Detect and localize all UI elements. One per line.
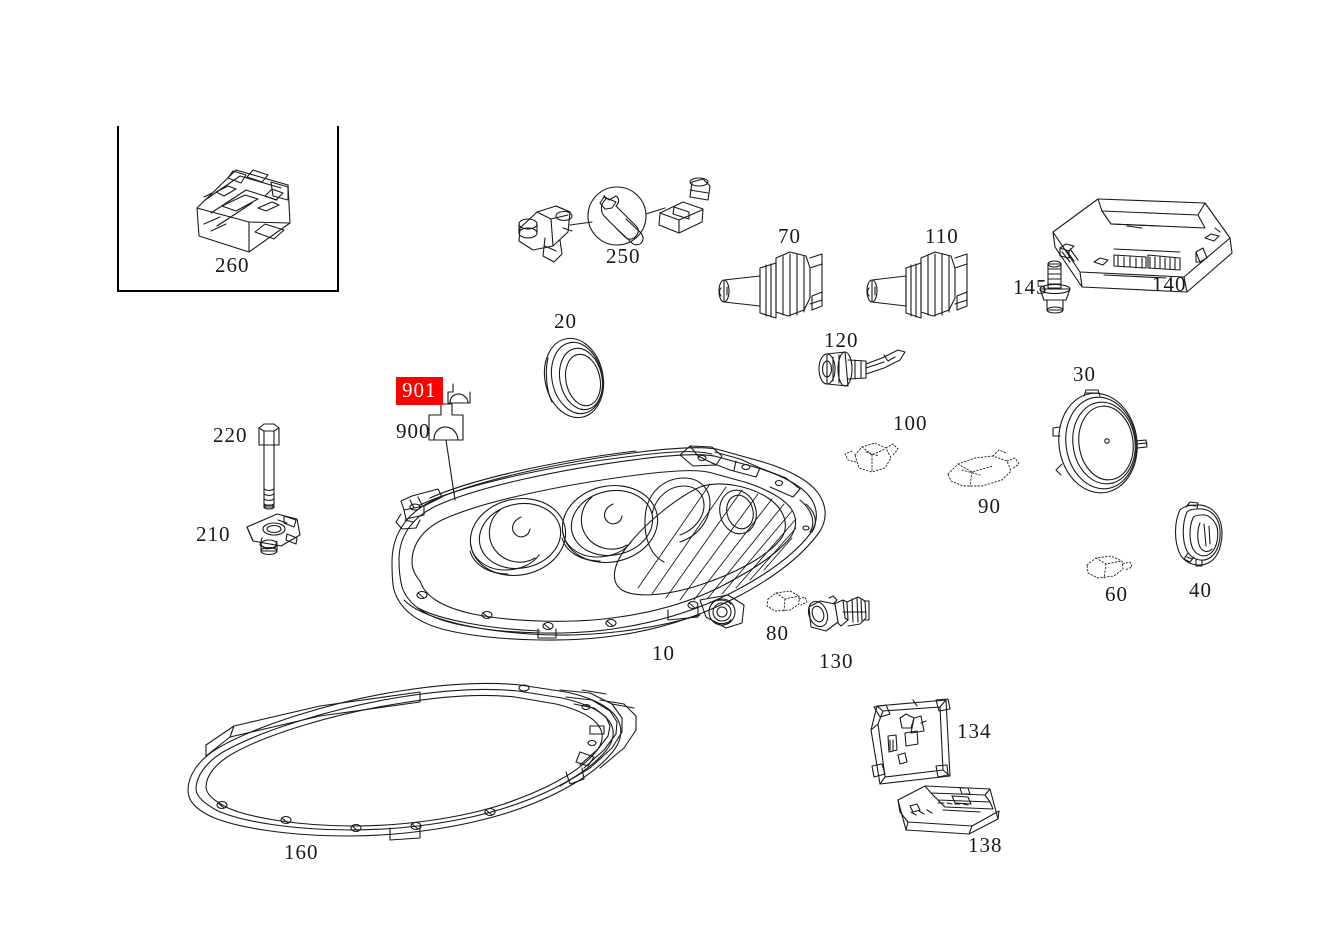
part-220-hex-bolt (258, 423, 280, 510)
part-40-cover-cap (1174, 501, 1223, 567)
part-160-headlamp-frame (187, 682, 637, 841)
callout-label-130: 130 (819, 649, 854, 673)
inset-box-260 (117, 126, 339, 292)
callout-label-90: 90 (978, 494, 1001, 518)
part-138-module-unit (897, 785, 1000, 835)
callout-label-100: 100 (893, 411, 928, 435)
callout-label-134: 134 (957, 719, 992, 743)
callout-label-145: 145 (1013, 275, 1048, 299)
callout-label-210: 210 (196, 522, 231, 546)
callout-label-900: 900 (396, 419, 431, 443)
callout-label-20: 20 (554, 309, 577, 333)
callout-label-220: 220 (213, 423, 248, 447)
part-110-bulb-socket (866, 251, 968, 319)
part-134-module-plate (870, 698, 951, 785)
part-120-bulb-socket-blade (818, 349, 906, 387)
callout-label-140: 140 (1152, 272, 1187, 296)
part-130-ribbed-socket (807, 595, 870, 632)
callout-label-160: 160 (284, 840, 319, 864)
callout-label-901-highlighted: 901 (396, 377, 443, 405)
part-145-screw (1039, 260, 1071, 314)
part-100-bulb (844, 442, 899, 473)
callout-label-110: 110 (925, 224, 959, 248)
part-80-bulb (766, 590, 808, 612)
callout-label-80: 80 (766, 621, 789, 645)
callout-label-260: 260 (215, 253, 250, 277)
callout-label-30: 30 (1073, 362, 1096, 386)
part-210-retainer-clip (246, 513, 301, 556)
callout-label-120: 120 (824, 328, 859, 352)
callout-label-10: 10 (652, 641, 675, 665)
callout-label-138: 138 (968, 833, 1003, 857)
part-90-bulb (947, 449, 1020, 487)
part-20-sealing-ring (543, 337, 605, 419)
callout-label-40: 40 (1189, 578, 1212, 602)
callout-label-70: 70 (778, 224, 801, 248)
part-901-clip (447, 383, 471, 404)
part-250-repair-kit (518, 177, 711, 263)
part-140-control-unit (1052, 198, 1233, 293)
part-260-connector-module (196, 169, 291, 253)
part-30-cover-cap (1052, 389, 1148, 494)
part-60-bulb (1086, 555, 1133, 579)
callout-label-60: 60 (1105, 582, 1128, 606)
part-10-headlamp-assembly (391, 445, 826, 641)
part-900-clip (428, 403, 464, 501)
callout-label-250: 250 (606, 244, 641, 268)
part-70-bulb-socket (718, 251, 823, 319)
